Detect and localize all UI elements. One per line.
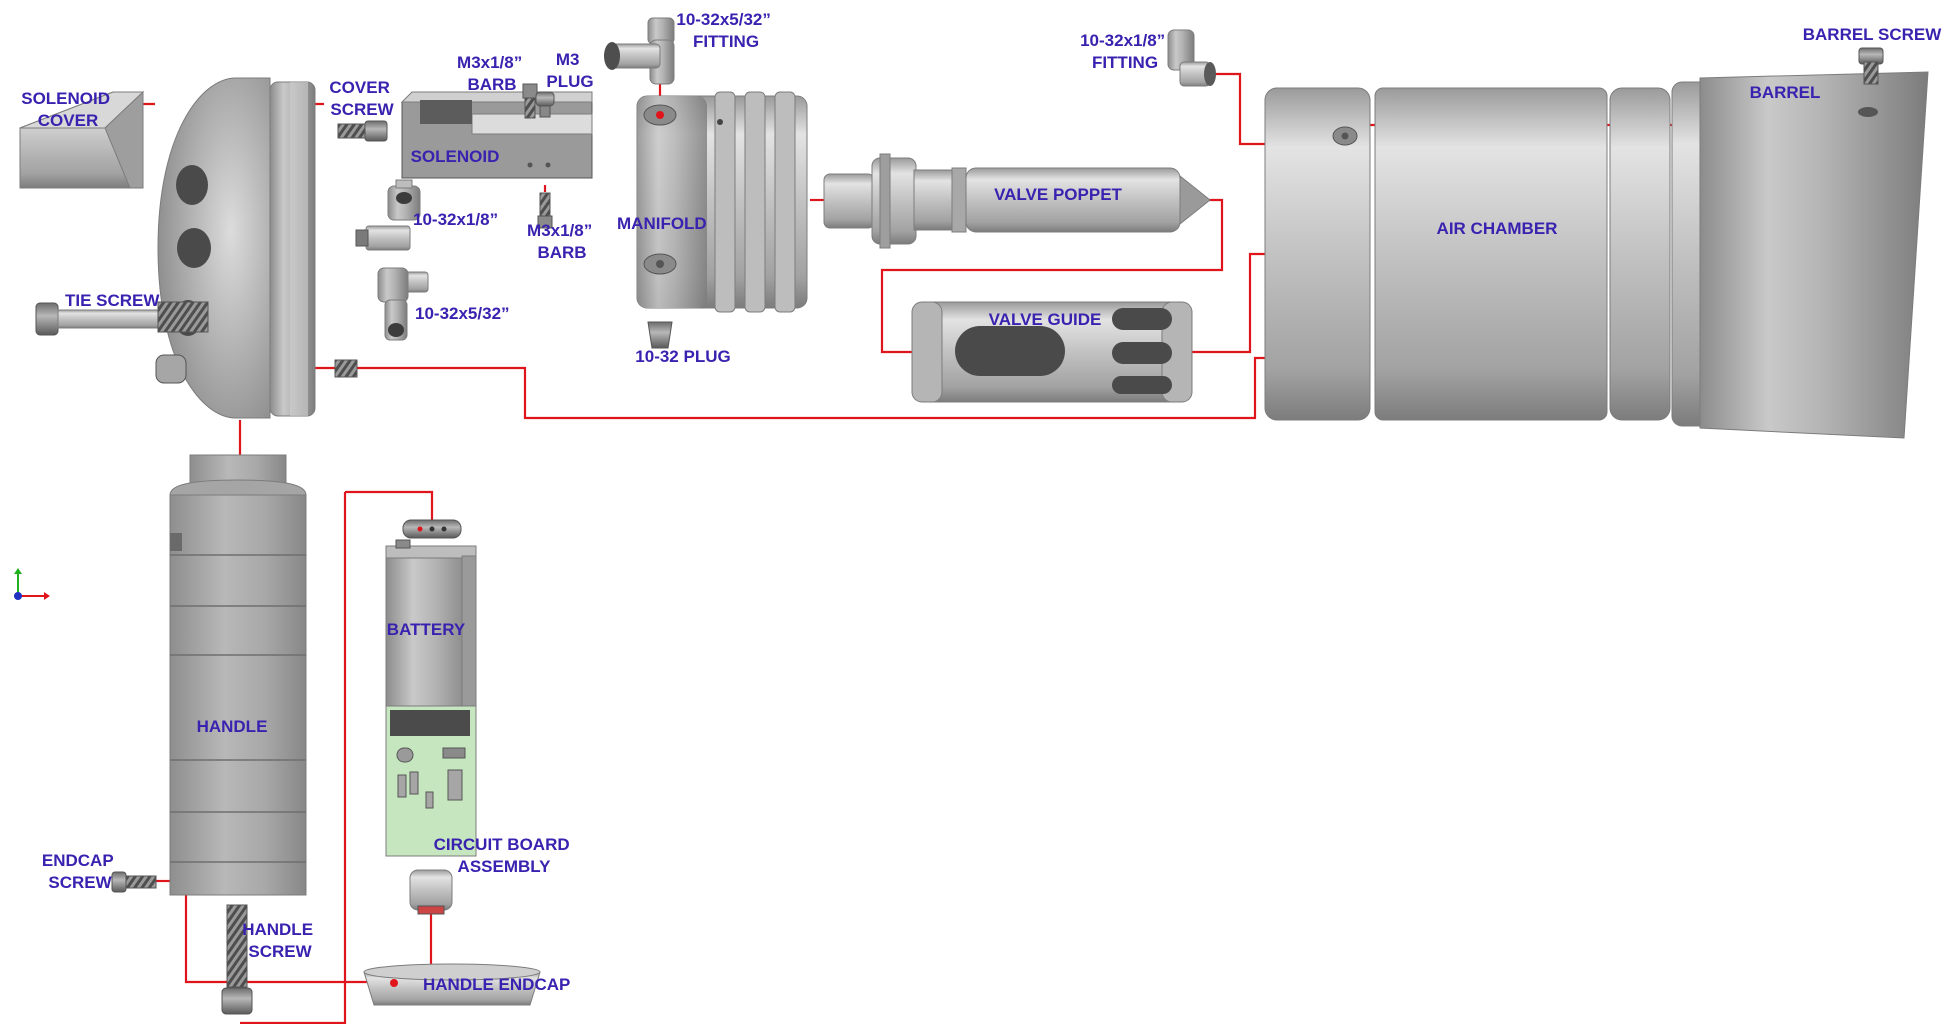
button-switch-part	[409, 869, 453, 915]
solenoid-cover-part	[19, 90, 145, 189]
fitting-5-32-top-part	[604, 17, 675, 85]
label-cover-screw: COVER SCREW	[329, 78, 394, 119]
plug-10-32-part	[647, 321, 673, 349]
barrel-part	[1699, 71, 1929, 439]
label-plug-10-32: 10-32 PLUG	[635, 347, 730, 366]
axis-triad	[14, 568, 50, 600]
label-handle-endcap: HANDLE ENDCAP	[423, 975, 570, 994]
label-circuit-board: CIRCUIT BOARD ASSEMBLY	[434, 835, 575, 876]
label-air-chamber: AIR CHAMBER	[1437, 219, 1558, 238]
cover-screw-part	[337, 120, 388, 142]
label-manifold: MANIFOLD	[617, 214, 707, 233]
endcap-screw-part	[111, 871, 157, 893]
label-fitting-5-32-top: 10-32x5/32” FITTING	[676, 10, 775, 51]
fitting-1-8-small-part	[355, 179, 421, 251]
m3-barb-top-part	[522, 83, 538, 119]
label-solenoid: SOLENOID	[411, 147, 500, 166]
manifold-part	[636, 91, 808, 313]
barrel-screw-part	[1858, 47, 1884, 85]
label-m3-plug: M3 PLUG	[546, 50, 593, 91]
air-chamber-part	[1264, 81, 1711, 427]
fitting-5-32-small-part	[377, 267, 429, 341]
circuit-board-part	[385, 705, 477, 857]
valve-poppet-part	[823, 153, 1211, 249]
label-handle-screw: HANDLE SCREW	[242, 920, 318, 961]
label-valve-guide: VALVE GUIDE	[989, 310, 1102, 329]
tail-cap-part	[155, 77, 316, 419]
label-battery: BATTERY	[387, 620, 466, 639]
handle-part	[169, 454, 307, 896]
label-m3-barb-bottom: M3x1/8” BARB	[527, 221, 597, 262]
label-barrel: BARREL	[1750, 83, 1821, 102]
valve-guide-part	[911, 301, 1193, 403]
label-m3-barb-top: M3x1/8” BARB	[457, 53, 527, 94]
label-endcap-screw: ENDCAP SCREW	[42, 851, 118, 892]
label-fitting-1-8-right: 10-32x1/8” FITTING	[1080, 31, 1170, 72]
tie-screw-part	[35, 301, 209, 336]
fitting-1-8-right-part	[1167, 29, 1216, 87]
handle-screw-part	[221, 904, 253, 1015]
tail-cap-bolt-part	[334, 359, 358, 378]
m3-plug-part	[535, 91, 555, 118]
label-fitting-5-32-small: 10-32x5/32”	[415, 304, 510, 323]
label-barrel-screw: BARREL SCREW	[1803, 25, 1942, 44]
labels: SOLENOID COVER COVER SCREW M3x1/8” BARB …	[21, 10, 1942, 994]
label-fitting-1-8-small: 10-32x1/8”	[413, 210, 498, 229]
label-tie-screw: TIE SCREW	[65, 291, 160, 310]
battery-connector-part	[402, 519, 462, 539]
m3-barb-bottom-part	[537, 192, 553, 229]
handle-endcap-part	[363, 963, 541, 1006]
label-valve-poppet: VALVE POPPET	[994, 185, 1122, 204]
battery-part	[385, 539, 477, 707]
label-solenoid-cover: SOLENOID COVER	[21, 89, 115, 130]
label-handle: HANDLE	[197, 717, 268, 736]
